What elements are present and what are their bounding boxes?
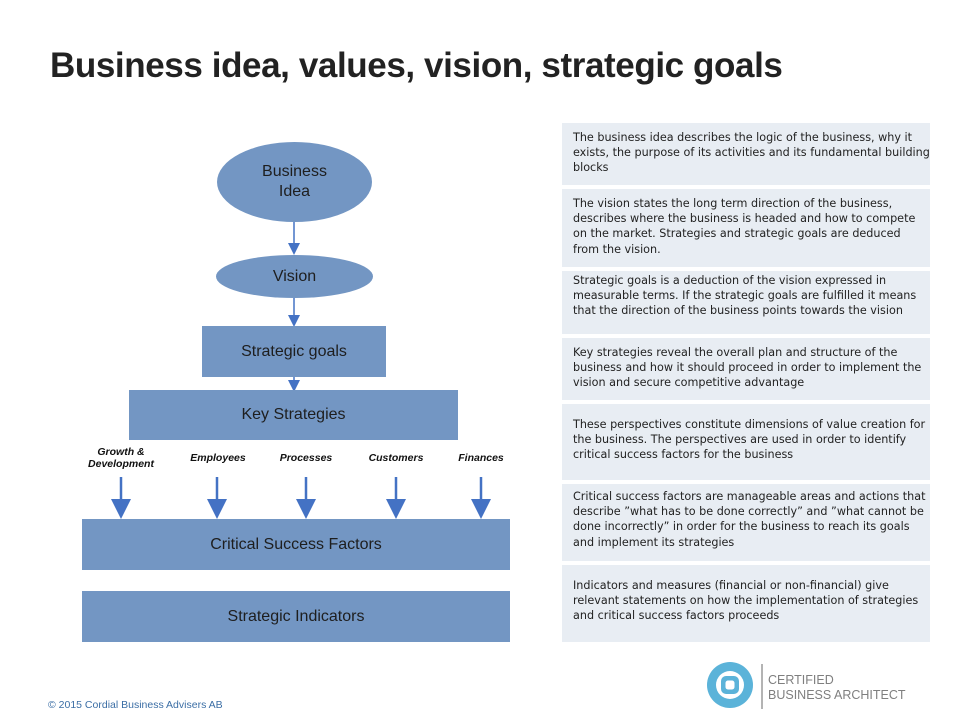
strategic-goals-label: Strategic goals: [241, 342, 347, 360]
key-strategies-node: Key Strategies: [129, 390, 458, 440]
description-key-strategies: Key strategies reveal the overall plan a…: [562, 338, 930, 400]
description-business-idea: The business idea describes the logic of…: [562, 123, 930, 185]
vision-node: Vision: [216, 255, 373, 298]
strategic-indicators-label: Strategic Indicators: [227, 607, 365, 625]
business-idea-node: Business Idea: [217, 142, 372, 222]
description-vision: The vision states the long term directio…: [562, 189, 930, 267]
logo-line2: BUSINESS ARCHITECT: [768, 688, 906, 702]
description-perspectives: These perspectives constitute dimensions…: [562, 404, 930, 480]
perspective-growth: Growth & Development: [88, 446, 154, 470]
logo-icon: CERTIFIED BUSINESS ARCHITECT: [707, 662, 906, 709]
description-critical-success-factors: Critical success factors are manageable …: [562, 484, 930, 561]
perspective-customers: Customers: [368, 452, 424, 464]
page-title: Business idea, values, vision, strategic…: [50, 46, 783, 85]
certified-business-architect-logo: CERTIFIED BUSINESS ARCHITECT: [700, 654, 930, 714]
description-strategic-indicators: Indicators and measures (financial or no…: [562, 565, 930, 642]
perspective-finances: Finances: [458, 452, 504, 464]
business-idea-label: Business Idea: [262, 163, 327, 200]
vision-label: Vision: [272, 267, 317, 285]
key-strategies-label: Key Strategies: [241, 406, 346, 423]
critical-success-factors-node: Critical Success Factors: [82, 519, 510, 570]
perspective-employees: Employees: [190, 452, 246, 464]
copyright-text: © 2015 Cordial Business Advisers AB: [48, 699, 223, 711]
strategic-goals-node: Strategic goals: [202, 326, 386, 377]
description-strategic-goals: Strategic goals is a deduction of the vi…: [562, 271, 930, 334]
critical-success-factors-label: Critical Success Factors: [210, 535, 382, 553]
strategic-indicators-node: Strategic Indicators: [82, 591, 510, 642]
logo-line1: CERTIFIED: [768, 673, 834, 687]
perspective-processes: Processes: [279, 452, 333, 464]
